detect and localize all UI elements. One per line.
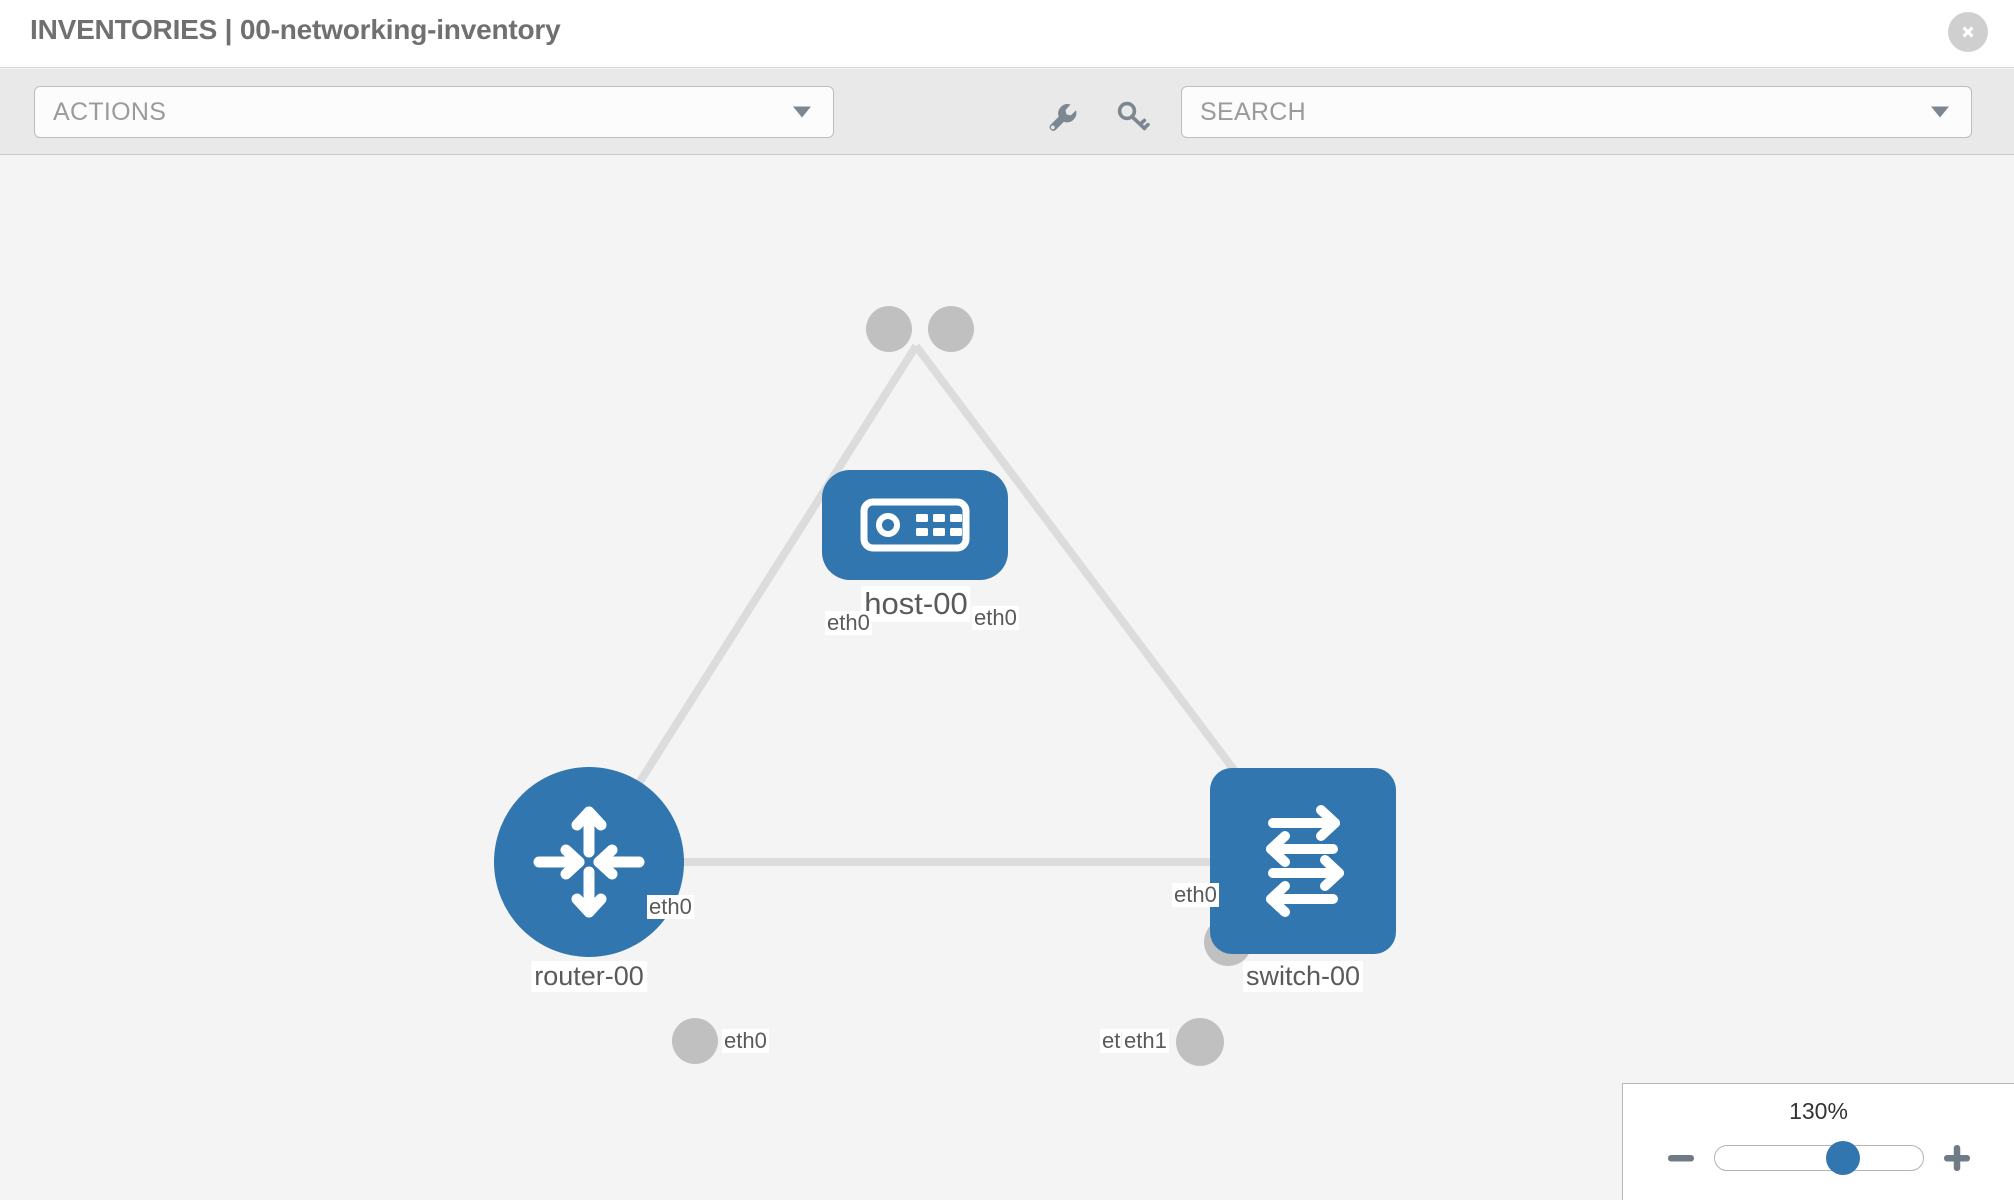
iface-label-host00-left: eth0 [825,610,872,636]
port-switch00-west[interactable] [1176,1018,1224,1066]
port-host00-left[interactable] [866,306,912,352]
plus-icon [1943,1145,1970,1171]
node-router-00-label: router-00 [531,961,647,992]
server-appliance-icon [860,498,970,552]
wrench-icon [1049,104,1077,131]
key-icon [1117,101,1150,131]
actions-dropdown-label: ACTIONS [53,97,167,126]
node-host-00-shape[interactable] [822,470,1008,580]
iface-label-host00-right: eth0 [972,605,1019,631]
page-title: INVENTORIES | 00-networking-inventory [30,14,561,45]
zoom-control-panel: 130% [1622,1083,2014,1200]
search-placeholder: SEARCH [1200,97,1306,126]
link-host00-router00 [585,343,920,865]
topology-links [585,343,1307,866]
router-arrows-icon [533,806,645,918]
port-host00-right[interactable] [928,306,974,352]
zoom-slider-thumb[interactable] [1826,1141,1861,1175]
switch-arrows-icon [1266,805,1344,917]
minus-icon [1667,1155,1694,1162]
node-router-00-shape[interactable] [494,767,684,957]
iface-label-switch00-nw: eth0 [1172,882,1219,908]
zoom-in-button[interactable] [1940,1141,1974,1175]
zoom-percent-label: 130% [1789,1098,1848,1124]
actions-dropdown[interactable]: ACTIONS [34,86,834,138]
close-icon [1962,26,1974,38]
node-switch-00-shape[interactable] [1210,768,1396,954]
zoom-slider-row [1623,1138,2014,1178]
iface-label-router00-ne: eth0 [647,894,694,920]
toolbar: ACTIONS SEARCH [0,69,2014,155]
chevron-down-icon [1931,106,1949,118]
node-host-00-label: host-00 [861,586,971,622]
topology-canvas[interactable]: host-00 router-00 [0,156,2014,1200]
port-router00-east[interactable] [672,1018,718,1064]
search-input[interactable]: SEARCH [1181,86,1972,138]
zoom-out-button[interactable] [1664,1141,1698,1175]
wrench-button[interactable] [1040,95,1084,139]
iface-label-router00-east: eth0 [722,1028,769,1054]
key-button[interactable] [1110,95,1154,139]
zoom-slider[interactable] [1713,1141,1924,1175]
title-bar: INVENTORIES | 00-networking-inventory [0,0,2014,68]
iface-label-switch00-west: eth1 [1122,1028,1169,1054]
close-button[interactable] [1948,12,1988,52]
chevron-down-icon [793,106,811,118]
node-switch-00-label: switch-00 [1242,961,1364,992]
